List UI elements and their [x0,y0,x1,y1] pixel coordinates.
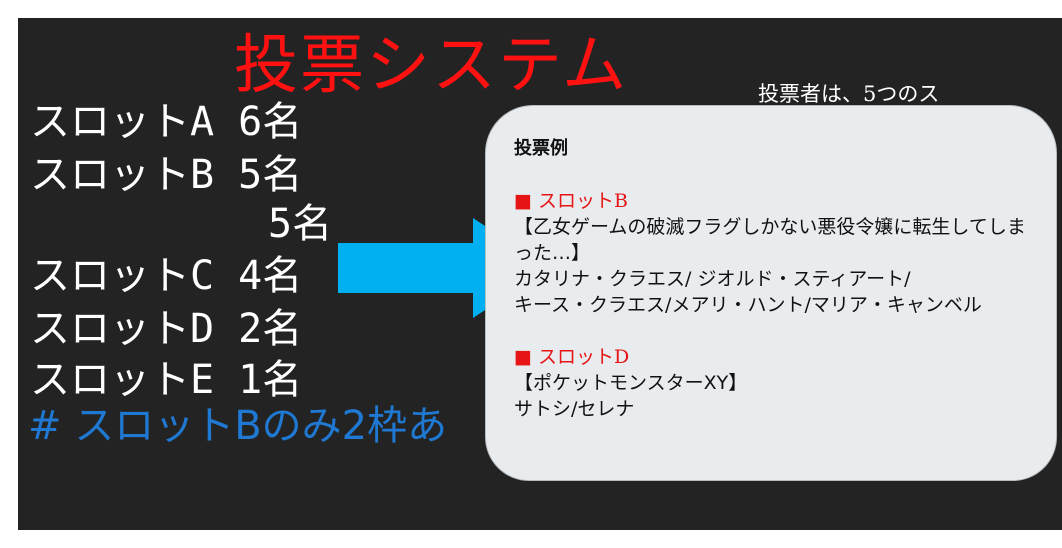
voter-note: 投票者は、5つのス [758,82,940,106]
example1-slot-label: ■ スロットB [514,190,628,212]
slide: 投票システム 投票者は、5つのス スロットA 6名 スロットB 5名 5名 スロ… [18,18,1062,530]
slot-d-line: スロットD 2名 [30,306,303,352]
slot-c-line: スロットC 4名 [30,253,303,299]
callout-content: 投票例 ■ スロットB 【乙女ゲームの破滅フラグしかない悪役令嬢に転生してしまっ… [514,136,1034,422]
slide-title: 投票システム [234,29,629,103]
vote-example-callout: 投票例 ■ スロットB 【乙女ゲームの破滅フラグしかない悪役令嬢に転生してしまっ… [485,105,1057,481]
example2-slot-label: ■ スロットD [514,346,630,368]
example1-title: 【乙女ゲームの破滅フラグしかない悪役令嬢に転生してしまった…】 [514,216,1026,264]
callout-header: 投票例 [514,138,568,159]
example2-title: 【ポケットモンスターXY】 [514,372,748,394]
slot-b-comment: # スロットBのみ2枠あ [28,403,448,449]
slot-b-line: スロットB 5名 [30,152,303,198]
slot-e-line: スロットE 1名 [30,357,303,403]
example1-characters-2: キース・クラエス/メアリ・ハント/マリア・キャンベル [514,294,982,316]
example1-characters-1: カタリナ・クラエス/ ジオルド・スティアート/ [514,268,911,290]
slot-a-line: スロットA 6名 [30,99,303,145]
slot-b-extra-line: 5名 [268,201,333,247]
example2-characters: サトシ/セレナ [514,398,635,420]
